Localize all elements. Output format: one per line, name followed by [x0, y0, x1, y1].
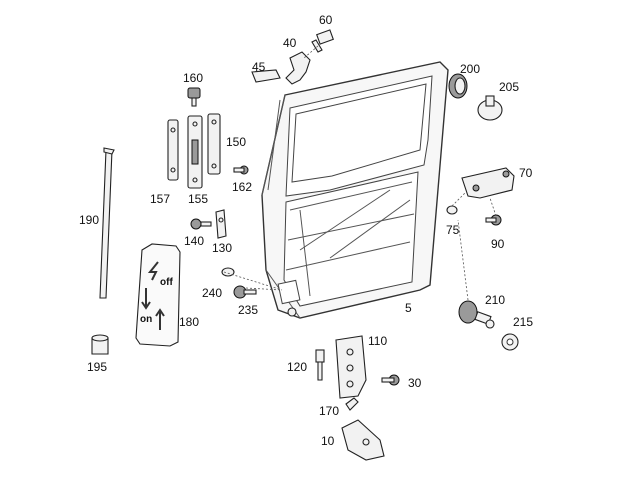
- bolt-90: [485, 214, 502, 226]
- bolt-235: [233, 285, 257, 299]
- callout-190: 190: [79, 213, 99, 227]
- striker-plate-155: [187, 115, 203, 189]
- callout-155: 155: [188, 192, 208, 206]
- callout-205: 205: [499, 80, 519, 94]
- bolt-30: [381, 374, 400, 386]
- callout-215: 215: [513, 315, 533, 329]
- callout-30: 30: [408, 376, 422, 390]
- callout-130: 130: [212, 241, 232, 255]
- bolt-60: [311, 29, 334, 53]
- guide-205: [477, 95, 503, 121]
- callout-5: 5: [405, 301, 412, 315]
- sticker-180: off on: [135, 243, 181, 347]
- callout-170: 170: [319, 404, 339, 418]
- callout-210: 210: [485, 293, 505, 307]
- callout-240: 240: [202, 286, 222, 300]
- screw-140: [190, 218, 212, 230]
- callout-75: 75: [446, 223, 460, 237]
- callout-150: 150: [226, 135, 246, 149]
- callout-45: 45: [252, 60, 266, 74]
- callout-90: 90: [491, 237, 505, 251]
- callout-110: 110: [368, 334, 387, 348]
- callout-160: 160: [183, 71, 203, 85]
- roller-210: [458, 300, 495, 329]
- hinge-bracket-110: [335, 335, 367, 399]
- callout-70: 70: [519, 166, 533, 180]
- callout-labels: 60 40 45 160 150 157 155 162 190 140 130…: [79, 13, 533, 448]
- seal-170: [345, 397, 359, 411]
- bracket-130: [215, 209, 227, 239]
- bolt-120: [315, 349, 325, 381]
- leader-lines: [223, 45, 497, 301]
- screw-160: [187, 87, 201, 107]
- callout-40: 40: [283, 36, 297, 50]
- cable-rod-190: [99, 147, 115, 299]
- hinge-arm-70: [461, 167, 515, 199]
- callout-10: 10: [321, 434, 335, 448]
- screw-162: [233, 165, 249, 175]
- callout-235: 235: [238, 303, 258, 317]
- washer-215: [501, 333, 519, 351]
- clip-45: [251, 69, 281, 83]
- callout-120: 120: [287, 360, 307, 374]
- striker-plate-150: [207, 113, 221, 175]
- callout-60: 60: [319, 13, 333, 27]
- callout-180: 180: [179, 315, 199, 329]
- washer-240: [221, 267, 235, 277]
- bracket-40: [285, 51, 311, 85]
- cap-195: [91, 334, 109, 355]
- callout-140: 140: [184, 234, 204, 248]
- callout-195: 195: [87, 360, 107, 374]
- callout-157: 157: [150, 192, 170, 206]
- callout-162: 162: [232, 180, 252, 194]
- roller-200: [448, 73, 468, 99]
- sliding-door-panel: [261, 61, 449, 319]
- sticker-on-text: on: [140, 314, 152, 325]
- striker-plate-157: [167, 119, 179, 181]
- hinge-lower-10: [341, 419, 385, 461]
- washer-75: [446, 205, 458, 215]
- callout-200: 200: [460, 62, 480, 76]
- sticker-off-text: off: [160, 277, 173, 288]
